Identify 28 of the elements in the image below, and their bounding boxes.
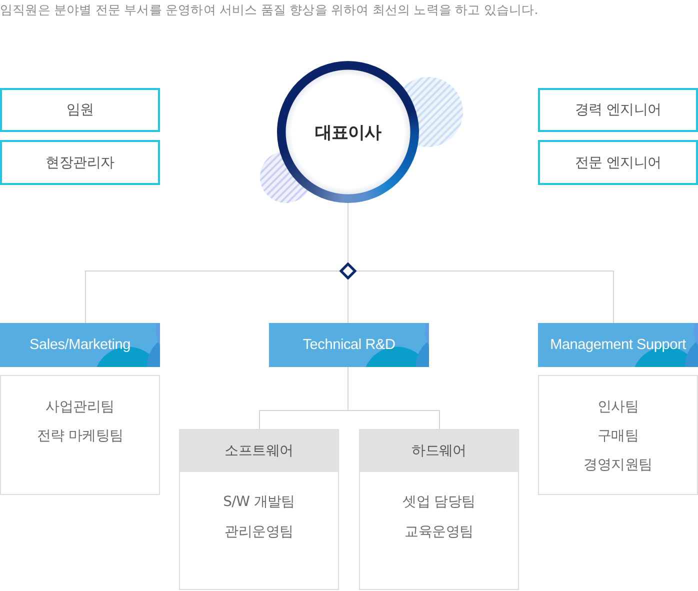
sub-department-box: [179, 429, 339, 590]
connector-line: [348, 366, 440, 430]
role-box: 현장관리자: [0, 140, 160, 185]
department-header: Management Support: [538, 323, 698, 367]
team-name: 경영지원팀: [584, 456, 652, 475]
team-name: 인사팀: [597, 398, 639, 417]
team-list-box: [538, 375, 698, 495]
team-name: 교육운영팀: [404, 523, 474, 542]
team-name: S/W 개발팀: [223, 493, 295, 512]
team-name: 구매팀: [597, 427, 639, 446]
department-header: Technical R&D: [269, 323, 429, 367]
diamond-junction: [339, 262, 357, 280]
sub-department-header: 소프트웨어: [180, 430, 338, 472]
connector-line: [356, 270, 614, 324]
team-name: 셋업 담당팀: [402, 493, 476, 512]
team-name: 사업관리팀: [46, 398, 114, 417]
department-header: Sales/Marketing: [0, 323, 160, 367]
team-name: 전략 마케팅팀: [36, 427, 124, 446]
connector-line: [85, 270, 340, 324]
sub-department-header: 하드웨어: [360, 430, 518, 472]
role-box: 전문 엔지니어: [538, 140, 698, 185]
team-list-box: [0, 375, 160, 495]
ring-node: 대표이사: [277, 61, 419, 203]
sub-department-box: [359, 429, 519, 590]
team-name: 관리운영팀: [224, 523, 294, 542]
role-box: 임원: [0, 88, 160, 132]
intro-text: 임직원은 분야별 전문 부서를 운영하여 서비스 품질 향상을 위하여 최선의 노력을 하고 있습니다.: [0, 2, 538, 18]
role-box: 경력 엔지니어: [538, 88, 698, 132]
